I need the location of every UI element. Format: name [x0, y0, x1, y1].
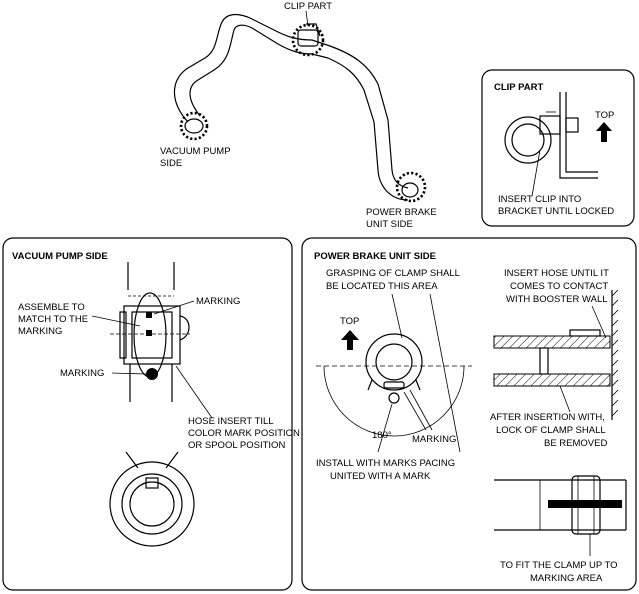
- power-after-insertion-1: AFTER INSERTION WITH,: [490, 412, 605, 423]
- power-marking: MARKING: [412, 434, 456, 445]
- clip-illustration: [504, 92, 598, 179]
- power-grasping-1: GRASPING OF CLAMP SHALL: [326, 268, 460, 279]
- vacuum-hose-insert-1: HOSE INSERT TILL: [188, 416, 274, 427]
- vacuum-assemble-2: MATCH TO THE: [18, 314, 88, 325]
- power-after-insertion-2: LOCK OF CLAMP SHALL: [496, 425, 606, 436]
- power-grasping-2: BE LOCATED THIS AREA: [326, 281, 438, 292]
- power-top-label: TOP: [340, 316, 359, 327]
- power-top-arrow-icon: [341, 330, 359, 350]
- power-clamp-side-view: [494, 475, 627, 535]
- power-angle: 180°: [372, 430, 392, 441]
- clip-part-panel: [481, 69, 635, 227]
- vacuum-assemble-3: MARKING: [18, 326, 62, 337]
- power-install-2: UNITED WITH A MARK: [330, 471, 431, 482]
- power-insert-hose-1: INSERT HOSE UNTIL IT: [504, 268, 609, 279]
- power-section-view: [493, 289, 619, 420]
- clip-part-callout-circle: [291, 23, 325, 57]
- power-fit-clamp-2: MARKING AREA: [530, 573, 603, 584]
- clip-top-arrow-icon: [596, 122, 612, 142]
- clip-note-1: INSERT CLIP INTO: [498, 194, 581, 205]
- power-insert-hose-2: COMES TO CONTACT: [510, 281, 608, 292]
- overview-clip-part-label: CLIP PART: [284, 1, 332, 12]
- overview-vacuum-pump-label-1: VACUUM PUMP: [160, 146, 231, 157]
- overview-hose: [173, 13, 427, 203]
- overview-power-brake-label-2: UNIT SIDE: [366, 219, 413, 230]
- clip-panel-title: CLIP PART: [494, 82, 543, 93]
- power-brake-callout-circle: [395, 171, 427, 203]
- vacuum-pump-callout-circle: [179, 111, 209, 141]
- vacuum-marking-top: MARKING: [196, 296, 240, 307]
- power-brake-panel: [301, 237, 637, 591]
- vacuum-end-view: [109, 451, 195, 547]
- vacuum-hose-insert-3: OR SPOOL POSITION: [188, 440, 285, 451]
- vacuum-hose-illustration: [110, 262, 190, 402]
- vacuum-hose-insert-2: COLOR MARK POSITION: [188, 428, 300, 439]
- overview-vacuum-pump-label-2: SIDE: [160, 158, 182, 169]
- overview-power-brake-label-1: POWER BRAKE: [366, 207, 437, 218]
- vacuum-assemble-1: ASSEMBLE TO: [18, 302, 85, 313]
- power-insert-hose-3: WITH BOOSTER WALL: [506, 294, 608, 305]
- clip-top-label: TOP: [595, 110, 614, 121]
- vacuum-pump-panel: [2, 237, 293, 591]
- power-fit-clamp-1: TO FIT THE CLAMP UP TO: [500, 560, 618, 571]
- power-clamp-end-view: [316, 333, 472, 437]
- clip-note-2: BRACKET UNTIL LOCKED: [498, 206, 614, 217]
- power-after-insertion-3: BE REMOVED: [544, 438, 607, 449]
- vacuum-marking-left: MARKING: [60, 368, 104, 379]
- vacuum-panel-title: VACUUM PUMP SIDE: [12, 251, 108, 262]
- power-panel-title: POWER BRAKE UNIT SIDE: [314, 251, 436, 262]
- power-install-1: INSTALL WITH MARKS PACING: [316, 458, 455, 469]
